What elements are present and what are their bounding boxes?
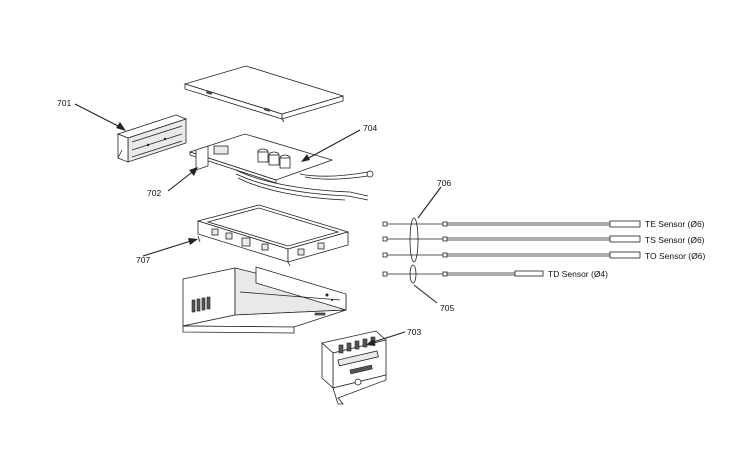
sensor-lead-td xyxy=(382,270,544,277)
top-cover xyxy=(183,65,345,123)
label-td-sensor: TD Sensor (Ø4) xyxy=(548,269,608,279)
control-board-704 xyxy=(188,133,374,201)
leader-lines xyxy=(74,103,442,346)
callout-707: 707 xyxy=(136,255,150,265)
bottom-chassis xyxy=(182,266,347,334)
callout-704: 704 xyxy=(363,123,377,133)
callout-705: 705 xyxy=(440,303,454,313)
callout-702: 702 xyxy=(147,188,161,198)
group-ellipse-706 xyxy=(409,217,419,263)
sensor-lead-to xyxy=(382,251,641,259)
middle-frame-707 xyxy=(196,204,350,267)
callout-706: 706 xyxy=(437,178,451,188)
callout-703: 703 xyxy=(407,327,421,337)
group-ellipse-705 xyxy=(409,264,417,284)
sensor-lead-ts xyxy=(382,235,641,243)
terminal-block-703 xyxy=(321,330,387,405)
label-te-sensor: TE Sensor (Ø6) xyxy=(645,219,705,229)
callout-701: 701 xyxy=(57,98,71,108)
side-bracket-701 xyxy=(116,114,188,163)
label-ts-sensor: TS Sensor (Ø6) xyxy=(645,235,705,245)
sensor-lead-te xyxy=(382,220,641,228)
label-to-sensor: TO Sensor (Ø6) xyxy=(645,251,705,261)
